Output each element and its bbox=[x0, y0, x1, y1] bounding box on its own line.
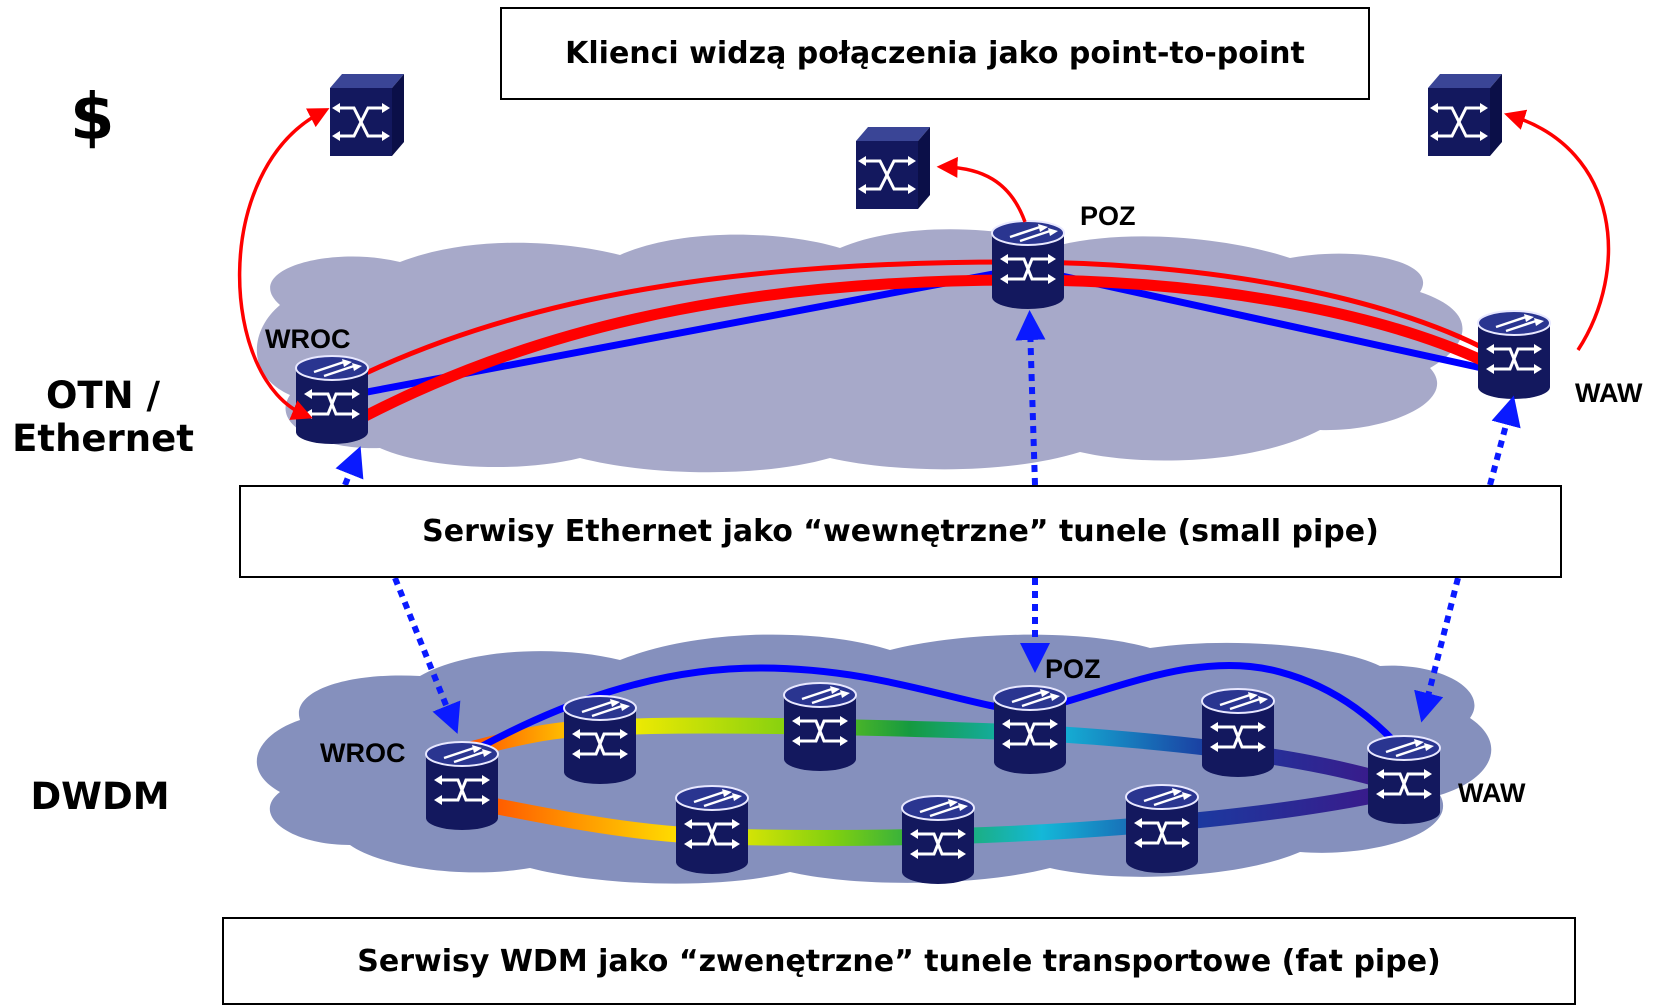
cost-label: $ bbox=[70, 81, 115, 155]
dwdm-node-1[interactable] bbox=[562, 694, 638, 786]
middle-caption: Serwisy Ethernet jako “wewnętrzne” tunel… bbox=[422, 514, 1379, 549]
top-caption-box: Klienci widzą połączenia jako point-to-p… bbox=[500, 7, 1370, 100]
mapping-arrow-dwdm-waw bbox=[1414, 577, 1461, 723]
mapping-arrow-otn-poz bbox=[1015, 310, 1046, 486]
otn-label-poz: POZ bbox=[1080, 201, 1136, 231]
otn-node-waw[interactable] bbox=[1476, 309, 1552, 401]
client-arrow-wroc bbox=[237, 108, 330, 420]
dwdm-node-wroc[interactable] bbox=[424, 740, 500, 832]
top-caption: Klienci widzą połączenia jako point-to-p… bbox=[565, 36, 1305, 71]
dwdm-label-wroc: WROC bbox=[320, 738, 405, 768]
otn-layer-label: OTN / Ethernet bbox=[12, 374, 194, 460]
client-arrow-waw bbox=[1503, 109, 1611, 351]
dwdm-label-poz: POZ bbox=[1045, 654, 1101, 684]
client-switch-icon-wroc bbox=[328, 72, 406, 158]
client-switch-icon-poz bbox=[854, 125, 932, 211]
otn-label-wroc: WROC bbox=[265, 324, 350, 354]
dwdm-node-4[interactable] bbox=[1200, 687, 1276, 779]
bottom-caption-box: Serwisy WDM jako “zwenętrzne” tunele tra… bbox=[222, 917, 1576, 1005]
bottom-caption: Serwisy WDM jako “zwenętrzne” tunele tra… bbox=[357, 943, 1441, 979]
dwdm-node-waw[interactable] bbox=[1366, 734, 1442, 826]
dwdm-label-waw: WAW bbox=[1458, 778, 1526, 808]
mapping-arrow-otn-waw bbox=[1487, 395, 1521, 486]
otn-node-wroc[interactable] bbox=[294, 354, 370, 446]
middle-caption-box: Serwisy Ethernet jako “wewnętrzne” tunel… bbox=[239, 485, 1562, 578]
client-link-thin bbox=[326, 259, 1502, 395]
dwdm-node-5[interactable] bbox=[674, 784, 750, 876]
client-arrow-poz bbox=[936, 156, 1027, 223]
mapping-arrow-otn-wroc bbox=[335, 446, 364, 487]
dwdm-ring-lower bbox=[438, 787, 1377, 846]
dwdm-node-6[interactable] bbox=[900, 794, 976, 886]
otn-node-poz[interactable] bbox=[990, 219, 1066, 311]
otn-label-waw: WAW bbox=[1575, 378, 1643, 408]
dwdm-layer-label: DWDM bbox=[30, 775, 170, 818]
dwdm-node-7[interactable] bbox=[1124, 783, 1200, 875]
dwdm-node-2[interactable] bbox=[782, 681, 858, 773]
client-switch-icon-waw bbox=[1426, 72, 1504, 158]
dwdm-node-poz[interactable] bbox=[992, 684, 1068, 776]
